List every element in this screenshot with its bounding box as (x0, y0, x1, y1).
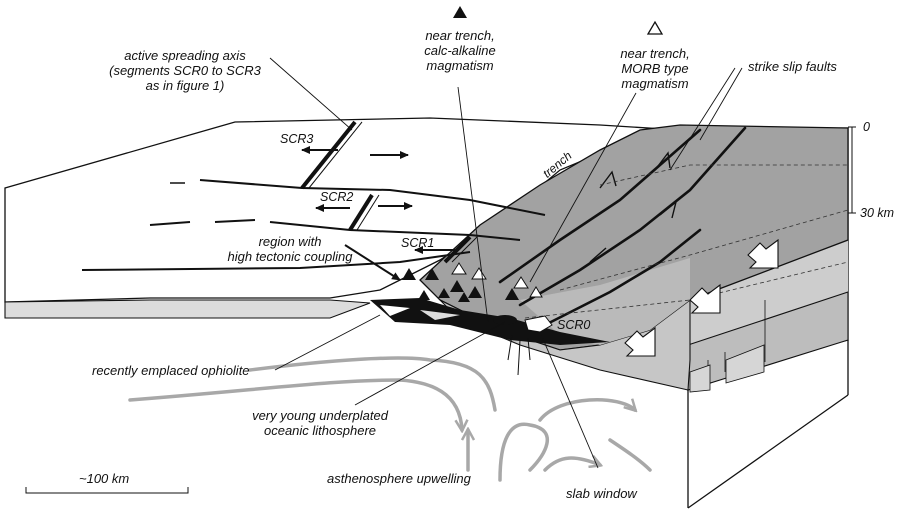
slab-window-label: slab window (566, 486, 637, 501)
segment-scr3: SCR3 (280, 132, 314, 146)
ophiolite-label: recently emplaced ophiolite (92, 363, 250, 378)
calc-alkaline-symbol (453, 6, 467, 18)
spreading-axis-label-2: (segments SCR0 to SCR3 (109, 63, 261, 78)
underplated-label-1: very young underplated (252, 408, 388, 423)
ophiolite-body (370, 298, 610, 345)
morb-label-1: near trench, (620, 46, 690, 61)
scale-label: ~100 km (79, 471, 130, 486)
spreading-axis-segments (300, 120, 478, 264)
oceanic-crust-band (4, 299, 371, 319)
calc-alkaline-volcanoes (402, 268, 519, 302)
segment-scr2: SCR2 (320, 190, 354, 204)
forearc-wedge (439, 298, 691, 391)
underplated-label: very young underplated oceanic lithosphe… (240, 408, 400, 438)
coupling-label-1: region with (258, 234, 322, 249)
depth-top: 0 (863, 120, 870, 134)
morb-label-3: magmatism (621, 76, 689, 91)
segment-scr1: SCR1 (401, 236, 435, 250)
forearc-strip (520, 258, 690, 345)
underplated-label-2: oceanic lithosphere (263, 423, 377, 438)
magma-body (493, 315, 517, 325)
front-face (5, 302, 688, 508)
leader-lines (269, 57, 743, 469)
upwelling-label: asthenosphere upwelling (327, 471, 471, 486)
calc-alkaline-label-1: near trench, (425, 28, 495, 43)
depth-bottom: 30 km (860, 206, 895, 220)
convergence-arrows (624, 238, 779, 357)
depth-dashed-lines (524, 164, 849, 319)
segment-scr0: SCR0 (557, 318, 591, 332)
strike-slip-label: strike slip faults (748, 59, 837, 74)
spreading-arrows (301, 146, 455, 254)
calc-alkaline-label-3: magmatism (426, 58, 494, 73)
strike-slip-fault-lines (498, 126, 747, 327)
calc-alkaline-label: near trench, calc-alkaline magmatism (400, 28, 520, 73)
morb-label: near trench, MORB type magmatism (595, 46, 715, 91)
spreading-axis-label-3: as in figure 1) (145, 78, 225, 93)
spreading-axis-label-1: active spreading axis (124, 48, 246, 63)
asthenosphere-flow (128, 356, 652, 482)
calc-alkaline-label-2: calc-alkaline (424, 43, 496, 58)
right-face-band (688, 238, 848, 345)
morb-symbol (646, 20, 664, 35)
scale-bar (25, 487, 189, 494)
spreading-axis-label: active spreading axis (segments SCR0 to … (95, 48, 275, 93)
morb-label-2: MORB type (621, 61, 689, 76)
scr0-body (524, 315, 553, 333)
depth-axis (848, 126, 856, 214)
coupling-label-2: high tectonic coupling (227, 249, 353, 264)
coupling-label: region with high tectonic coupling (215, 234, 365, 264)
fracture-zones (81, 179, 546, 271)
